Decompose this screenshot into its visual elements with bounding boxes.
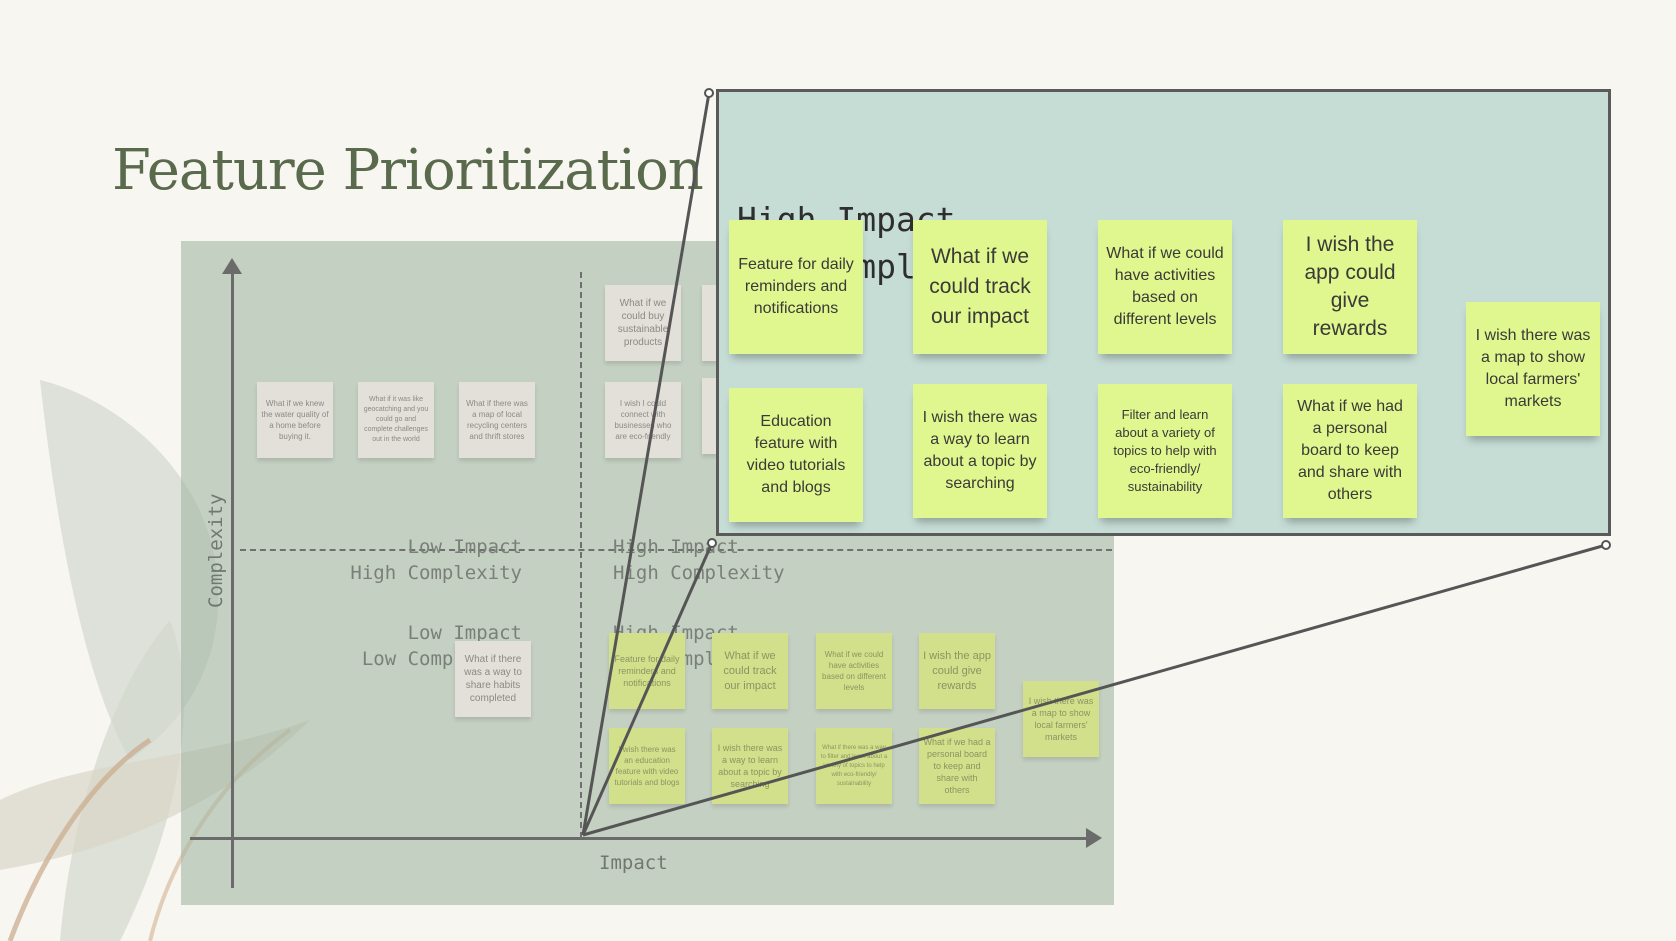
y-axis-arrow — [222, 258, 242, 274]
resize-handle-top-left[interactable] — [704, 88, 714, 98]
zoom-sticky-note[interactable]: What if we could track our impact — [913, 220, 1047, 354]
zoom-sticky-note[interactable]: I wish the app could give rewards — [1283, 220, 1417, 354]
sticky-note[interactable]: What if it was like geocatching and you … — [358, 382, 434, 458]
vertical-divider — [580, 272, 582, 838]
sticky-note[interactable]: What if we could have activities based o… — [816, 633, 892, 709]
sticky-note[interactable]: What if we knew the water quality of a h… — [257, 382, 333, 458]
y-axis-label: Complexity — [205, 493, 227, 608]
sticky-note[interactable]: What if we had a personal board to keep … — [919, 728, 995, 804]
zoom-sticky-note[interactable]: What if we could have activities based o… — [1098, 220, 1232, 354]
x-axis-arrow — [1086, 828, 1102, 848]
sticky-note[interactable]: I wish there was a map to show local far… — [1023, 681, 1099, 757]
zoom-sticky-note[interactable]: Filter and learn about a variety of topi… — [1098, 384, 1232, 518]
resize-handle-bottom-right[interactable] — [1601, 540, 1611, 550]
sticky-note[interactable]: I wish there was an education feature wi… — [609, 728, 685, 804]
zoom-sticky-note[interactable]: Feature for daily reminders and notifica… — [729, 220, 863, 354]
sticky-note[interactable]: What if we could buy sustainable product… — [605, 285, 681, 361]
page-title: Feature Prioritization — [112, 138, 704, 203]
y-axis-line — [231, 270, 234, 888]
sticky-note[interactable]: What if there was a map of local recycli… — [459, 382, 535, 458]
zoom-sticky-note[interactable]: What if we had a personal board to keep … — [1283, 384, 1417, 518]
zoom-sticky-note[interactable]: I wish there was a map to show local far… — [1466, 302, 1600, 436]
sticky-note[interactable]: Feature for daily reminders and notifica… — [609, 633, 685, 709]
resize-handle-bottom-left[interactable] — [707, 538, 717, 548]
sticky-note[interactable]: What if we could track our impact — [712, 633, 788, 709]
zoom-sticky-note[interactable]: I wish there was a way to learn about a … — [913, 384, 1047, 518]
sticky-note[interactable]: I wish I could connect with businesses w… — [605, 382, 681, 458]
zoom-sticky-note[interactable]: Education feature with video tutorials a… — [729, 388, 863, 522]
sticky-note[interactable]: I wish the app could give rewards — [919, 633, 995, 709]
sticky-note[interactable]: I wish there was a way to learn about a … — [712, 728, 788, 804]
x-axis-line — [190, 837, 1088, 840]
x-axis-label: Impact — [599, 852, 668, 874]
sticky-note[interactable]: What if there was a way to share habits … — [455, 641, 531, 717]
sticky-note[interactable]: What if there was a way to filter and le… — [816, 728, 892, 804]
